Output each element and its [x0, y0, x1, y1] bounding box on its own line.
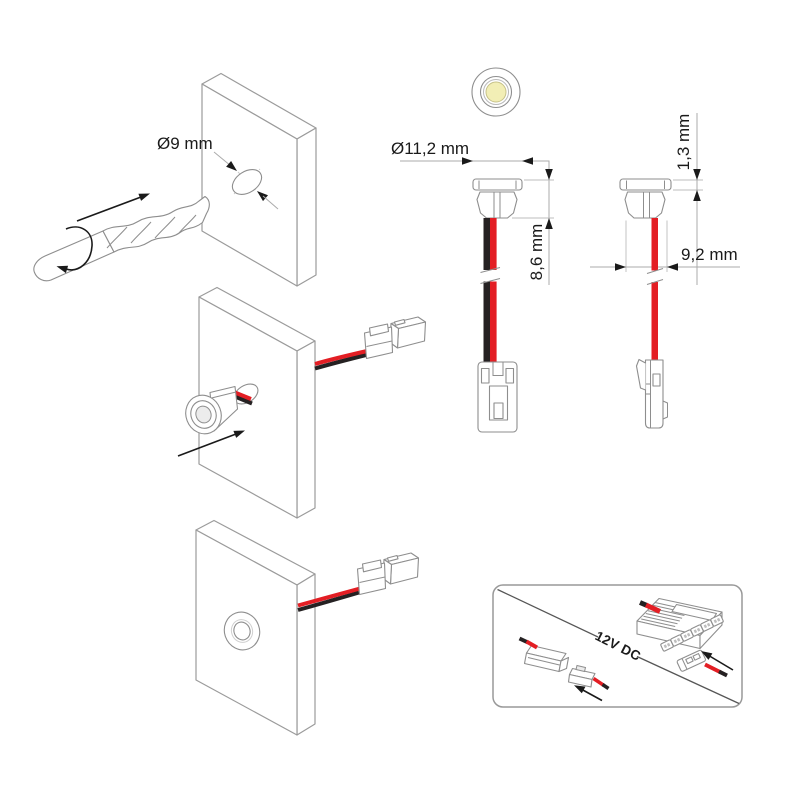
plug-in-arrow-left [574, 685, 603, 702]
insert-arrow [177, 430, 245, 457]
body-height-label: 8,6 mm [527, 223, 546, 281]
hole-diameter-callout [213, 151, 279, 210]
step-3-installed [195, 519, 420, 736]
step-2-insert-spotlight [177, 286, 427, 519]
plug-in-arrow-right [701, 651, 734, 671]
flange-thickness-label: 1,3 mm [674, 113, 693, 171]
output-ports [660, 614, 724, 652]
power-connection-inset [492, 584, 743, 708]
drill-direction-arrow [76, 193, 150, 222]
mounting-panel [198, 286, 316, 519]
flange-diameter-label: Ø11,2 mm [391, 139, 470, 158]
rear-cable [314, 348, 370, 371]
connector-front-view [477, 361, 518, 433]
cable-break-marks [480, 267, 501, 284]
mini-plug-connector [363, 316, 427, 360]
spotlight-side-view [619, 178, 672, 429]
cable-red [651, 218, 658, 360]
front-view-dimensions [400, 157, 554, 285]
drilled-hole [231, 166, 263, 197]
led-emitter [485, 81, 507, 103]
cable-break-marks [646, 268, 664, 285]
label-plate [671, 603, 718, 622]
spotlight-top-view [471, 67, 521, 117]
mini-plug-connector [356, 552, 420, 596]
spotlight-front-view [472, 178, 523, 433]
male-connector [567, 664, 610, 690]
led-distributor-box [636, 597, 724, 652]
cable-black [483, 218, 490, 362]
rear-cable [297, 586, 361, 612]
body-diameter-label: 9,2 mm [681, 245, 738, 264]
drill-bit [33, 195, 210, 282]
female-connector [518, 636, 570, 673]
step-1-drill-hole [33, 72, 317, 287]
installed-spotlight-ring [223, 611, 261, 651]
spotlight-fixture [185, 385, 239, 435]
side-view-dimensions [590, 113, 740, 285]
drill-rotation-arrow [56, 226, 93, 274]
cable-red [490, 218, 497, 362]
drill-hole-diameter-label: Ø9 mm [157, 134, 213, 153]
connector-to-distributor [676, 649, 728, 678]
connector-side-view [635, 358, 668, 429]
input-wire-stub [639, 600, 662, 614]
